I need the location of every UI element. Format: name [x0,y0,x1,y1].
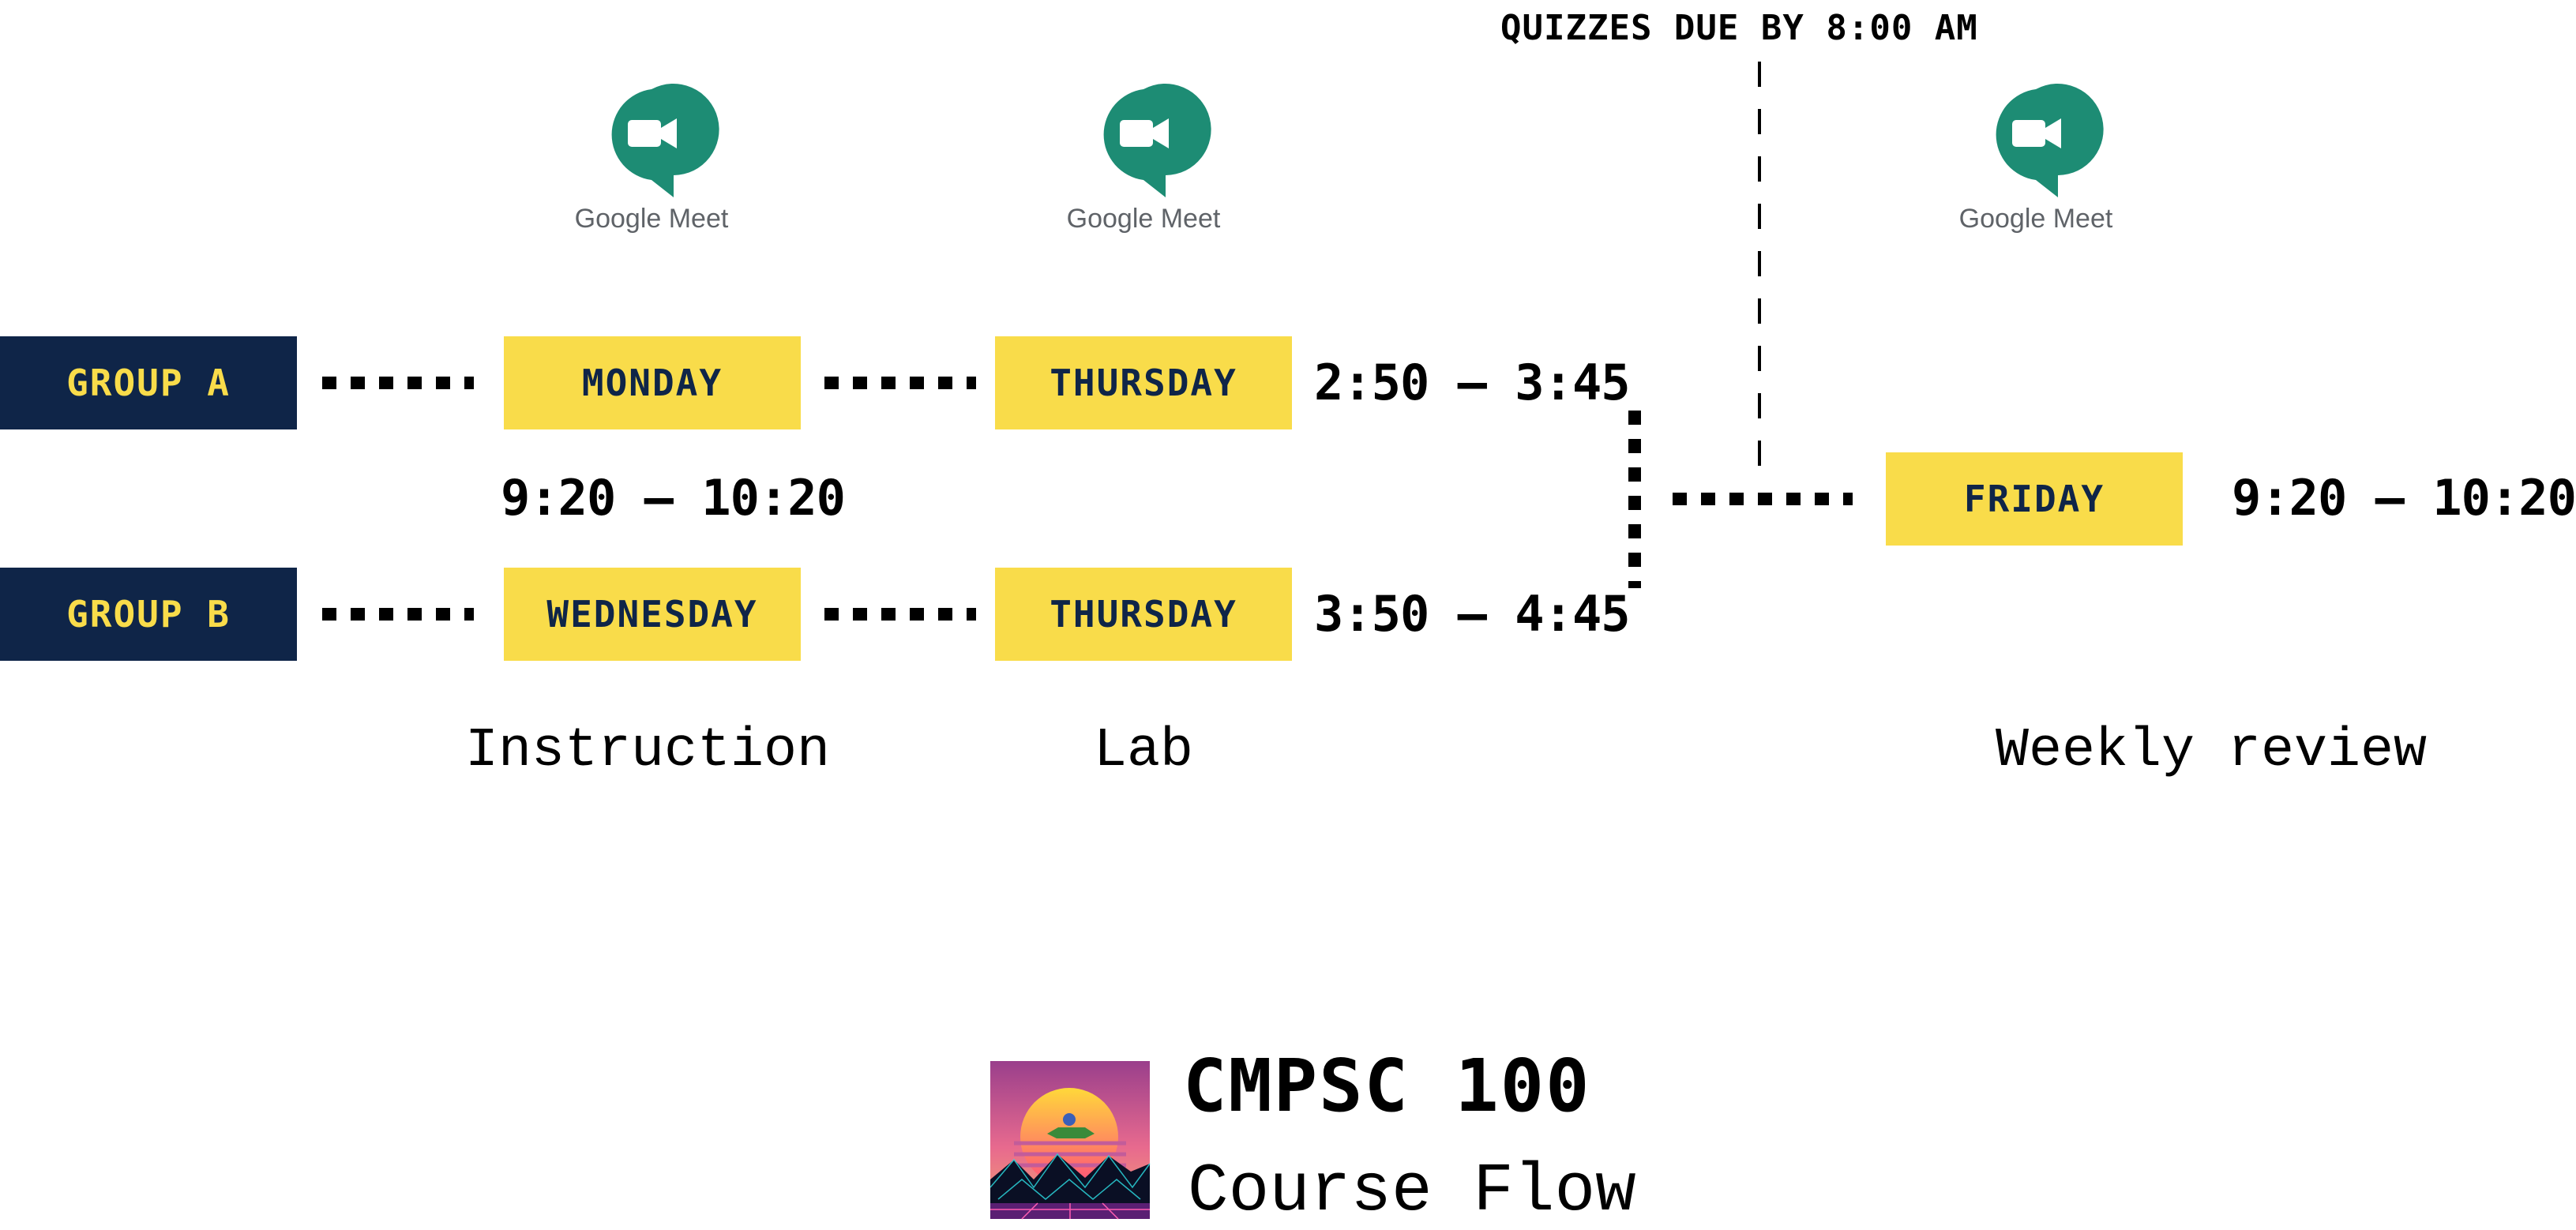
review-time: 9:20 – 10:20 [2232,469,2576,527]
group-a-instruction-day: MONDAY [504,336,801,429]
google-meet-logo-lab: Google Meet [1049,84,1238,253]
course-logo [989,1061,1151,1220]
connector-lines [322,62,1853,621]
course-title: CMPSC 100 [1183,1044,1591,1128]
group-a-lab-day: THURSDAY [995,336,1292,429]
google-meet-label: Google Meet [574,204,729,234]
google-meet-icon [611,84,719,197]
group-b-instruction-day: WEDNESDAY [504,568,801,661]
course-subtitle: Course Flow [1188,1153,1636,1230]
phase-label-weekly-review: Weekly review [1995,720,2428,782]
group-b-lab-time: 3:50 – 4:45 [1314,585,1631,643]
group-b-lab-day: THURSDAY [995,568,1292,661]
review-day: FRIDAY [1886,452,2183,546]
google-meet-label: Google Meet [1066,204,1221,234]
quiz-deadline-note: QUIZZES DUE BY 8:00 AM [1500,8,1978,48]
phase-label-instruction: Instruction [464,720,831,782]
google-meet-logo-review: Google Meet [1941,84,2131,253]
instruction-time: 9:20 – 10:20 [501,469,846,527]
group-a-lab-time: 2:50 – 3:45 [1314,354,1631,411]
google-meet-icon [1103,84,1211,197]
google-meet-icon [1996,84,2104,197]
google-meet-label: Google Meet [1958,204,2113,234]
group-b-box: GROUP B [0,568,297,661]
google-meet-logo-instruction: Google Meet [557,84,746,253]
phase-label-lab: Lab [1093,720,1194,782]
group-a-box: GROUP A [0,336,297,429]
